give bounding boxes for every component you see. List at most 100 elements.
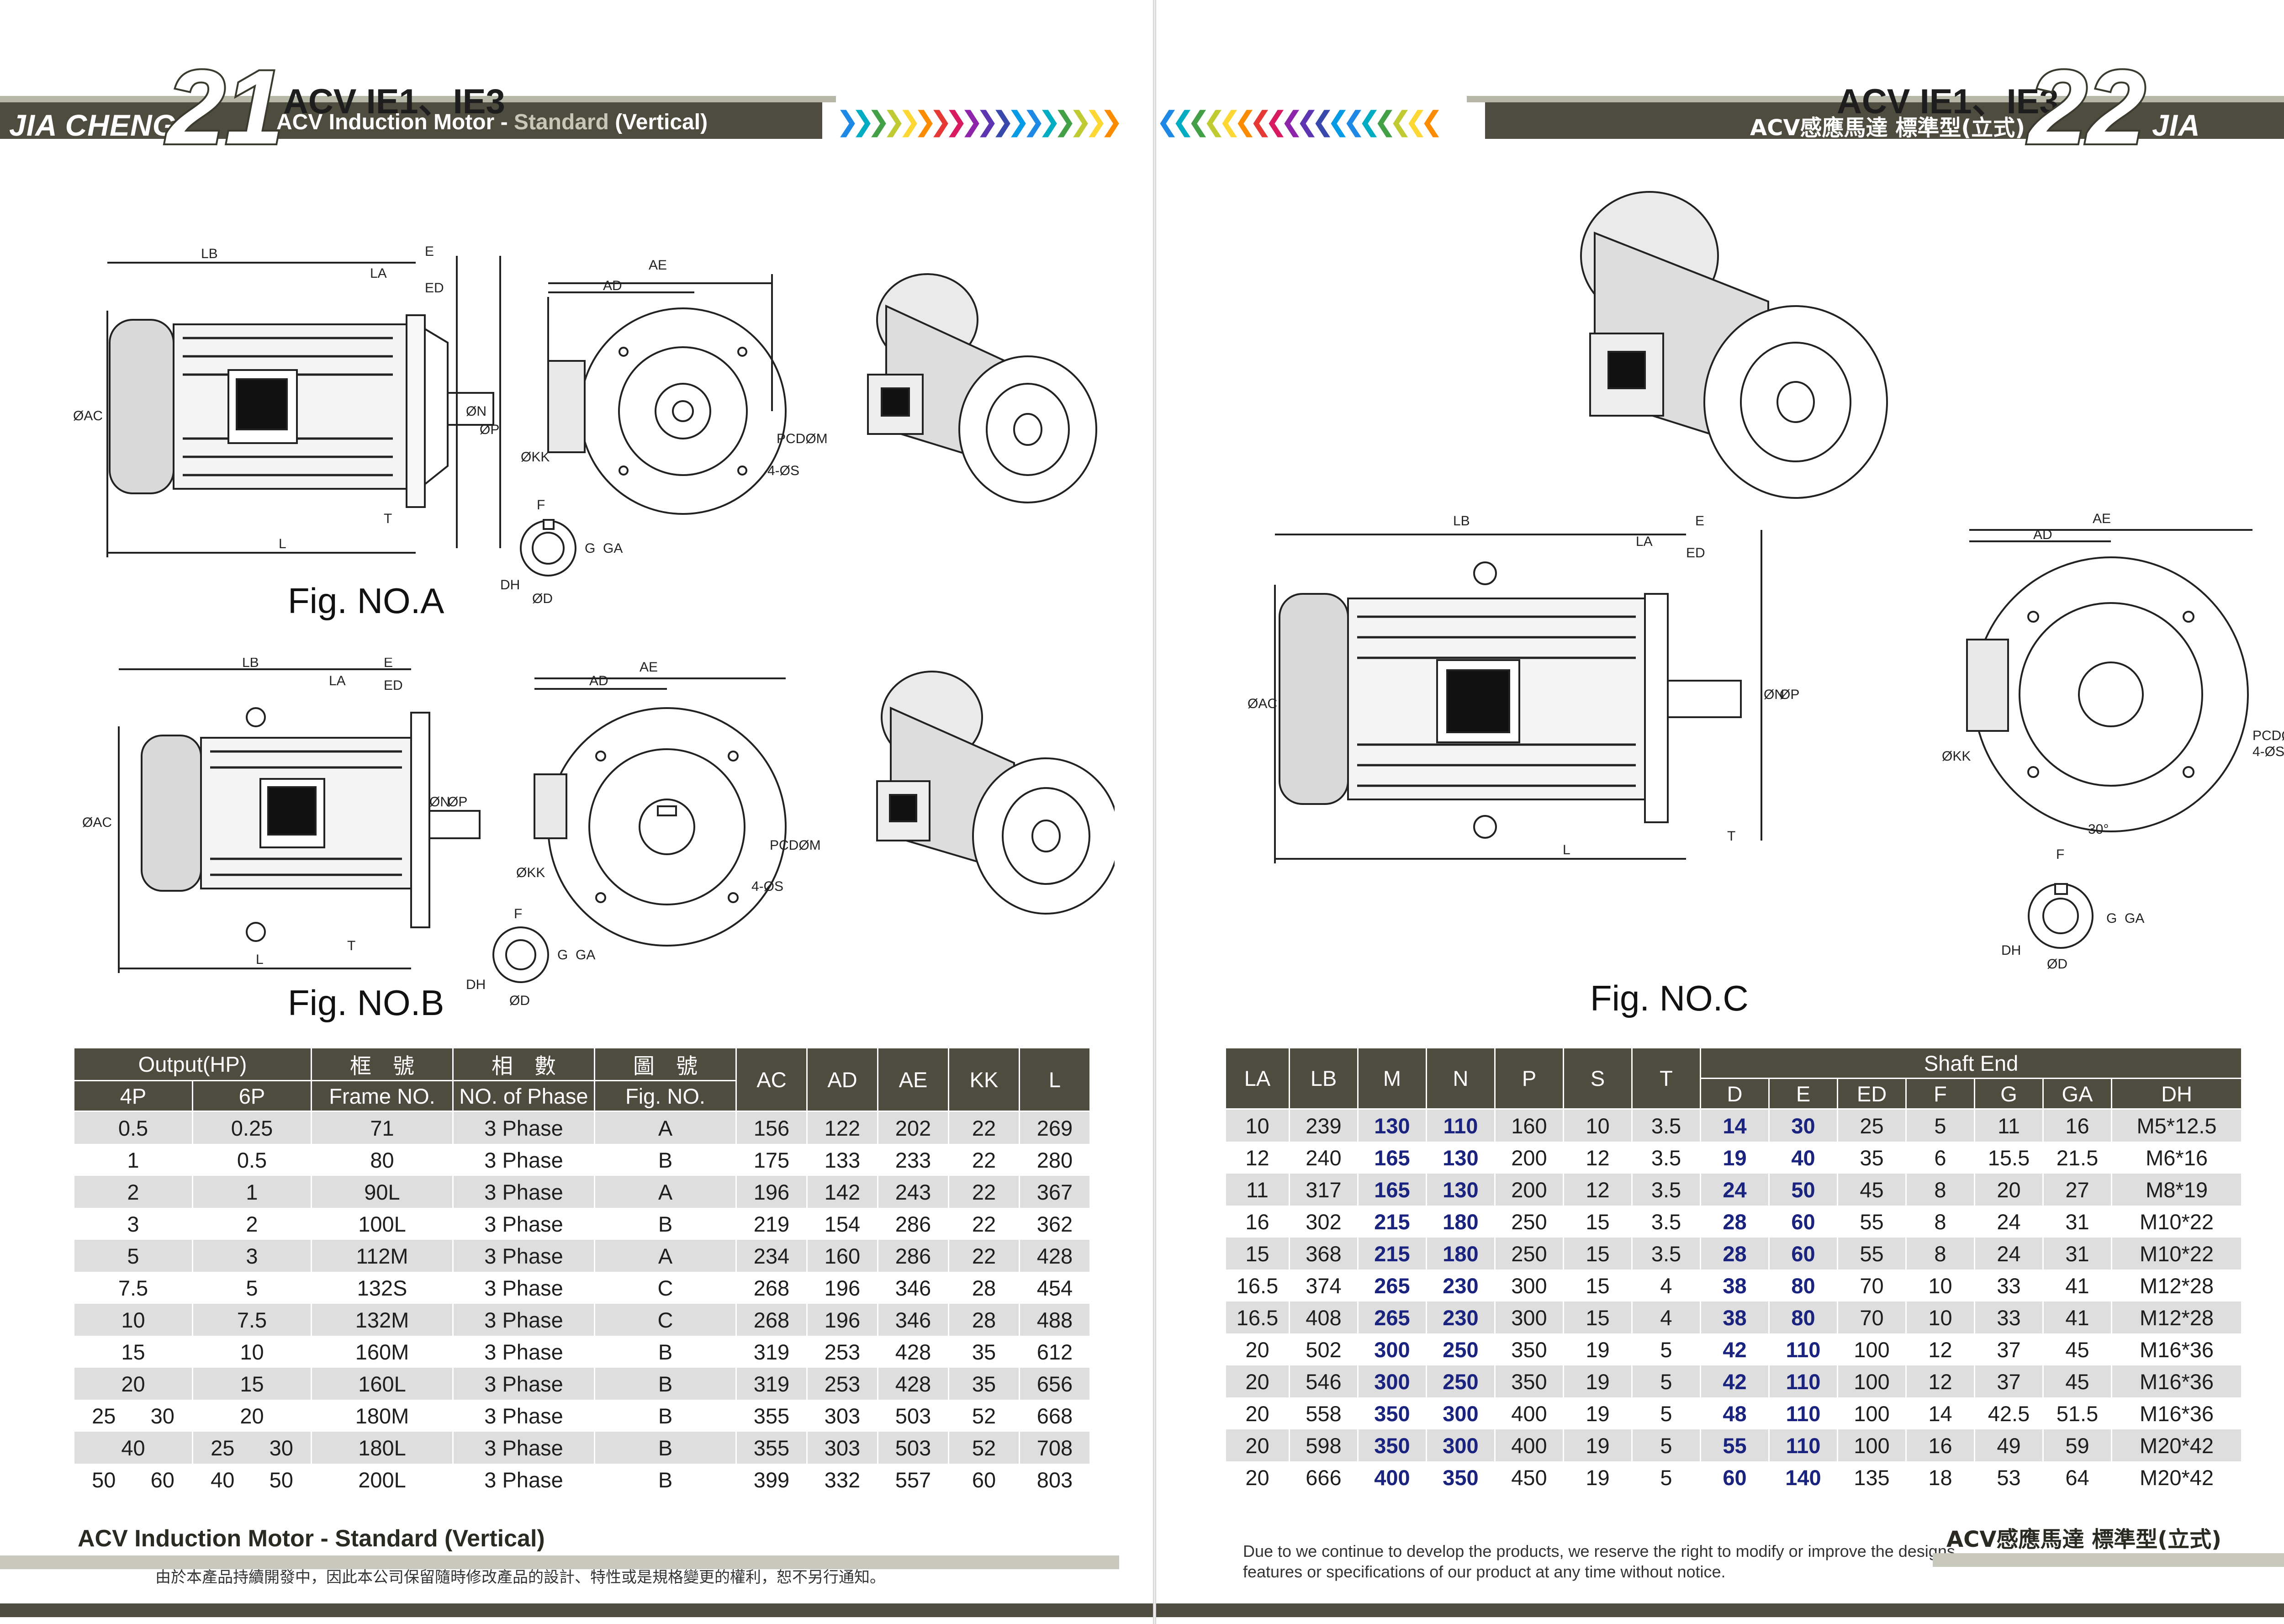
footer-band-right (1933, 1553, 2284, 1567)
n-cell: 180 (1426, 1206, 1496, 1238)
g-cell: 37 (1974, 1365, 2044, 1397)
output-6p-cell-value: 15 (240, 1371, 264, 1396)
ac-cell: 268 (735, 1272, 808, 1304)
footer-title-left: ACV Induction Motor - Standard (Vertical… (78, 1525, 545, 1552)
output-6p-cell: 2 (192, 1208, 312, 1240)
e-cell: 110 (1768, 1429, 1838, 1461)
e-cell: 60 (1768, 1238, 1838, 1270)
header-kk: KK (948, 1047, 1020, 1112)
m-cell: 165 (1357, 1142, 1427, 1174)
f-cell: 8 (1905, 1206, 1975, 1238)
output-6p-cell-value: 0.25 (231, 1116, 273, 1140)
phase-cell: 3 Phase (452, 1111, 595, 1144)
dim-t-b: T (347, 938, 355, 953)
p-cell: 300 (1494, 1301, 1564, 1333)
dim-kk-a: ØKK (521, 450, 550, 465)
chevron-icon: ❯ (976, 106, 999, 138)
brand-name: JIA CHENG (9, 108, 176, 142)
chevron-icon: ❮ (1265, 106, 1288, 138)
chevron-icon: ❮ (1311, 106, 1335, 138)
ae-cell: 346 (877, 1304, 949, 1336)
chevron-strip-left: ❮❮❮❮❮❮❮❮❮❮❮❮❮❮❮❮❮❮ (1156, 106, 1443, 138)
ac-cell: 156 (735, 1111, 808, 1144)
ga-cell: 27 (2042, 1174, 2112, 1206)
output-6p-cell-value: 25 (211, 1435, 235, 1460)
chevron-icon: ❯ (1038, 106, 1061, 138)
g-cell: 42.5 (1974, 1397, 2044, 1429)
dh-cell: M20*42 (2110, 1461, 2243, 1493)
chevron-icon: ❯ (991, 106, 1015, 138)
phase-cell: 3 Phase (452, 1176, 595, 1208)
fig-b-drawing: LB LA E ED ØAC ØN ØP T L AE AD PCDØM 4-Ø… (82, 658, 1115, 1008)
dim-lb-c: LB (1453, 513, 1470, 529)
ad-cell: 122 (806, 1111, 878, 1144)
subtitle-main: ACV Induction Motor - (276, 110, 514, 134)
m-cell: 400 (1357, 1461, 1427, 1493)
lb-cell: 368 (1289, 1238, 1359, 1270)
dim-e-b: E (384, 658, 393, 670)
p-cell: 400 (1494, 1397, 1564, 1429)
f-cell: 6 (1905, 1142, 1975, 1174)
m-cell: 350 (1357, 1429, 1427, 1461)
g-cell: 11 (1974, 1109, 2044, 1142)
n-cell: 230 (1426, 1270, 1496, 1301)
d-cell: 28 (1700, 1238, 1770, 1270)
dh-cell: M12*28 (2110, 1270, 2243, 1301)
chevron-icon: ❮ (1420, 106, 1443, 138)
t-cell: 5 (1631, 1365, 1701, 1397)
f-cell: 10 (1905, 1270, 1975, 1301)
dh-cell: M16*36 (2110, 1365, 2243, 1397)
ae-cell: 503 (877, 1400, 949, 1432)
dim-g-b: G (557, 947, 568, 963)
page-subtitle-right: ACV感應馬達 標準型(立式) (1750, 115, 2025, 141)
dim-kk-b: ØKK (516, 865, 545, 880)
g-cell: 24 (1974, 1206, 2044, 1238)
la-cell: 15 (1225, 1238, 1290, 1270)
chevron-icon: ❯ (914, 106, 937, 138)
kk-cell: 28 (948, 1304, 1020, 1336)
e-cell: 80 (1768, 1270, 1838, 1301)
output-6p-cell: 3 (192, 1240, 312, 1272)
ae-cell: 346 (877, 1272, 949, 1304)
chevron-icon: ❯ (898, 106, 921, 138)
header-lb: LB (1289, 1047, 1359, 1110)
output-6p-cell-value: 2 (246, 1211, 258, 1236)
chevron-icon: ❯ (867, 106, 890, 138)
fig-cell: B (594, 1208, 737, 1240)
e-cell: 50 (1768, 1174, 1838, 1206)
ac-cell: 234 (735, 1240, 808, 1272)
kk-cell: 35 (948, 1336, 1020, 1368)
phase-cell: 3 Phase (452, 1304, 595, 1336)
t-cell: 5 (1631, 1397, 1701, 1429)
f-cell: 12 (1905, 1333, 1975, 1365)
l-cell: 488 (1019, 1304, 1091, 1336)
output-6p-cell-value: 0.5 (237, 1148, 267, 1172)
phase-cell: 3 Phase (452, 1272, 595, 1304)
t-cell: 4 (1631, 1270, 1701, 1301)
header-ae: AE (877, 1047, 949, 1112)
dh-cell: M5*12.5 (2110, 1109, 2243, 1142)
ed-cell: 135 (1837, 1461, 1907, 1493)
ga-cell: 21.5 (2042, 1142, 2112, 1174)
page-number-right: 22 (2027, 48, 2147, 166)
chevron-icon: ❮ (1218, 106, 1242, 138)
dim-pcd-a: PCDØM (777, 431, 828, 446)
right-page: ❮❮❮❮❮❮❮❮❮❮❮❮❮❮❮❮❮❮ ACV IE1、IE3 ACV感應馬達 標… (1156, 0, 2284, 1624)
header-e: E (1768, 1078, 1838, 1110)
p-cell: 300 (1494, 1270, 1564, 1301)
dim-ad-a: AD (603, 278, 622, 293)
s-cell: 15 (1563, 1270, 1633, 1301)
header-l: L (1019, 1047, 1091, 1112)
ad-cell: 196 (806, 1304, 878, 1336)
fig-cell: B (594, 1368, 737, 1400)
book-spine (1153, 0, 1156, 1624)
frame-cell: 71 (311, 1111, 454, 1144)
